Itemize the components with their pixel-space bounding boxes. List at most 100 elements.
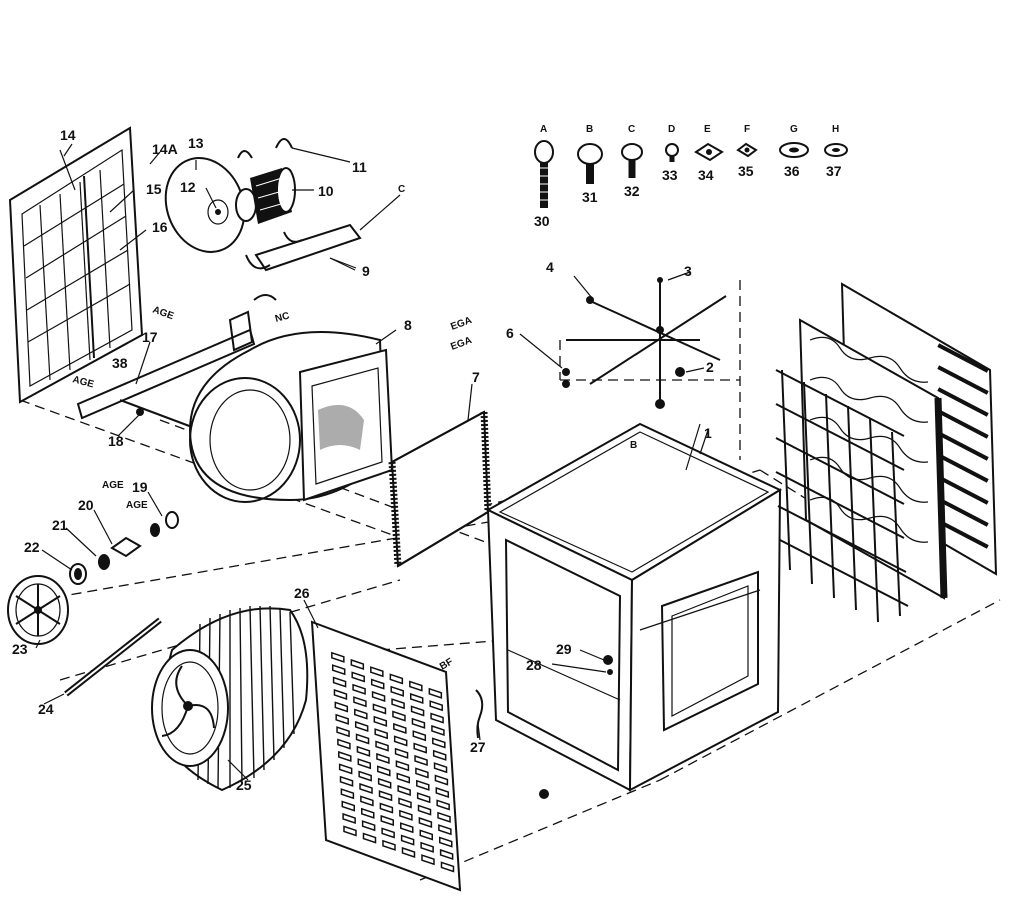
louver-slot [439,848,454,861]
louver-slot [375,740,389,752]
louver-slot [421,854,435,866]
hardware-letter-b: B [586,124,593,135]
callout-29: 29 [556,641,572,657]
louver-slot [413,742,427,754]
louver-slot [411,717,426,729]
hardware-bolt-long [534,140,554,208]
hardware-labels: A 30 B 31 C 32 D 33 E 34 F 35 G 36 H 37 [534,124,842,229]
louver-slot [356,745,371,757]
louver-slot [401,846,416,859]
callout-15: 15 [146,181,162,197]
louver-slot [418,816,433,829]
louver-slot [377,765,391,777]
louver-slot [354,708,368,720]
louver-slot [361,807,375,819]
louver-slot [352,683,366,695]
louver-slot [376,752,390,765]
callout-16: 16 [152,219,168,235]
ref-age-4: AGE [126,500,148,511]
louver-slot [397,784,411,797]
louver-slot [337,738,351,750]
hardware-hex-nut [736,142,758,158]
louver-slot [392,710,406,722]
louver-slot [412,730,427,742]
louver-slot [343,825,357,837]
louver-slot [370,678,385,690]
callout-10: 10 [318,183,334,199]
louver-slot [393,722,407,735]
hardware-machine-screw [621,143,643,178]
louver-slot [341,800,356,812]
hardware-parts [534,140,848,208]
louver-slot [409,680,423,692]
hardware-carriage-bolt [577,143,603,184]
louver-slot [440,861,455,873]
louver-slot [390,685,404,697]
motor-mount-bracket [245,194,401,272]
hardware-number-36: 36 [784,163,800,179]
callout-7: 7 [472,369,480,385]
callout-1: 1 [704,425,712,441]
hardware-letter-d: D [668,124,675,135]
louver-slot [414,754,428,767]
louver-slot [432,737,446,749]
hardware-number-35: 35 [738,163,754,179]
blower-housing [188,331,394,503]
louver-slot [428,687,443,699]
callout-4: 4 [546,259,554,275]
louver-slot [336,726,350,738]
louver-slot [360,795,374,807]
callout-2: 2 [706,359,714,375]
callout-13: 13 [188,135,204,151]
callout-18: 18 [108,433,124,449]
ref-nc: NC [274,311,291,325]
louver-slot [393,735,408,747]
louver-slot [333,688,348,701]
hardware-letter-g: G [790,124,798,135]
callout-8: 8 [404,317,412,333]
callout-14a: 14A [152,141,178,157]
louver-slot [391,698,405,710]
hardware-square-nut [694,142,724,162]
hardware-number-37: 37 [826,163,842,179]
callout-19: 19 [132,479,148,495]
louver-slot [335,713,349,725]
callout-6: 6 [506,325,514,341]
part-callouts: 1 2 3 4 6 7 8 9 10 11 12 13 14 14A 15 16… [12,127,714,793]
hardware-small-screw [665,143,679,162]
hardware-lock-washer [824,143,848,157]
louver-slot [374,728,388,740]
cabinet-frame [485,422,783,799]
louver-slot [338,763,353,775]
louver-slot [431,724,445,737]
callout-3: 3 [684,263,692,279]
pad-retainer-grid [775,369,909,623]
louver-slot [332,676,347,688]
rear-louver-panel [8,126,144,404]
ref-ega-1: EGA [449,315,473,333]
hardware-number-34: 34 [698,167,714,183]
ref-age-1: AGE [151,304,175,322]
louver-slot [429,700,443,712]
louver-slot [378,790,393,802]
ref-age-3: AGE [102,480,124,491]
callout-21: 21 [52,517,68,533]
louver-slot [410,705,425,717]
louver-slot [415,767,429,779]
louver-slot [351,671,365,683]
hardware-flat-washer [779,142,809,158]
ref-c: C [398,184,405,195]
louver-slot [398,797,412,809]
louver-slot [331,664,346,676]
motor-pulley [207,199,229,225]
louver-slot [395,760,410,772]
louver-slot [353,696,367,708]
louver-slot [435,786,450,799]
louver-slot [400,822,414,834]
blower-shaft [64,617,162,697]
louver-slot [434,774,449,786]
louver-slot [416,779,430,791]
hardware-letter-f: F [744,124,750,135]
louver-slot [334,701,349,713]
